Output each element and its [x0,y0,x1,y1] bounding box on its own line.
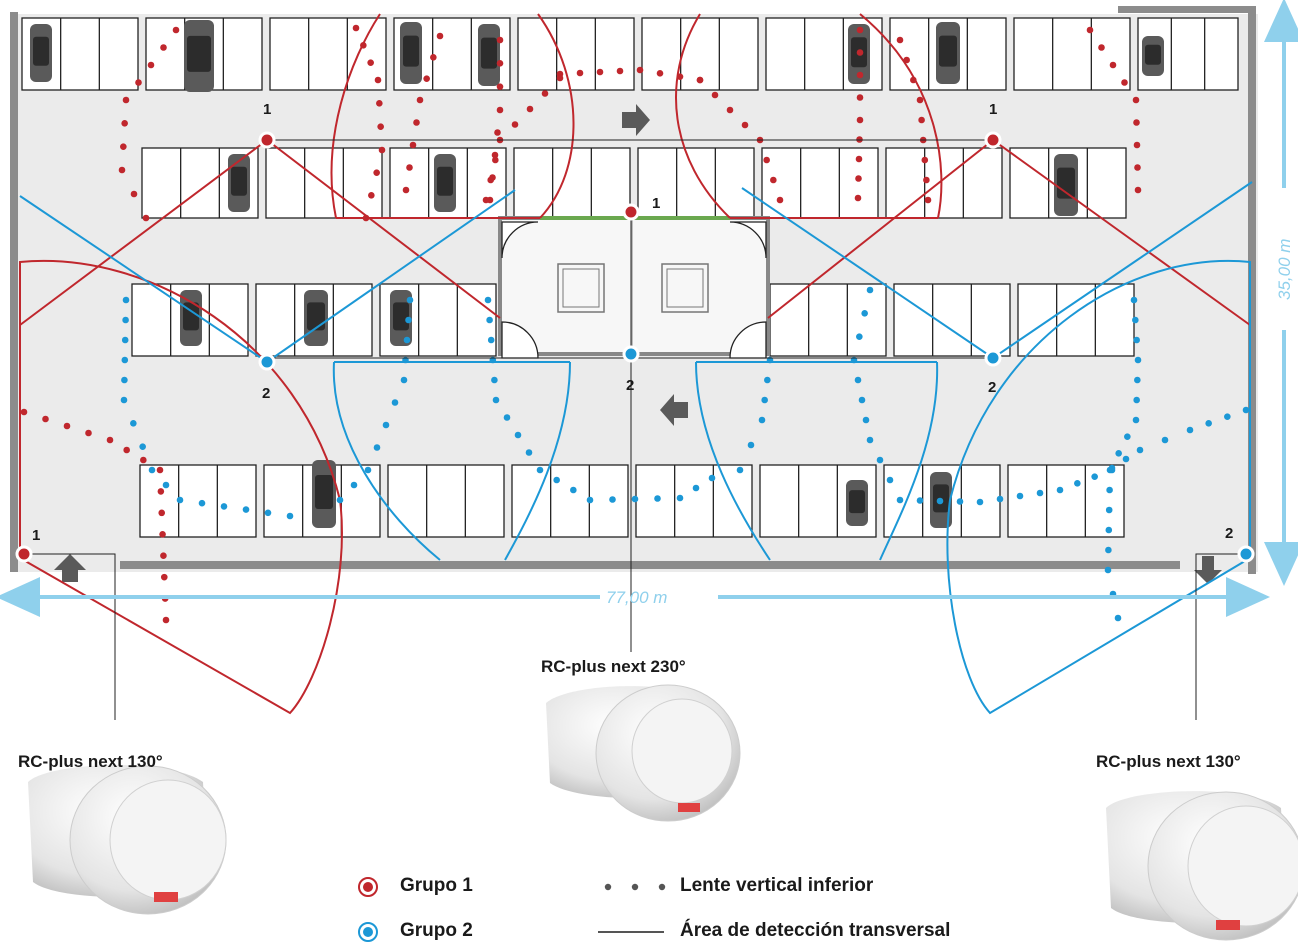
legend-group2-label: Grupo 2 [400,920,473,941]
sensor-number: 1 [263,101,271,118]
car [184,20,214,92]
lower-vertical-lens-dots [20,24,1250,624]
car [846,480,868,526]
product-label-left: RC-plus next 130° [18,752,163,771]
sensor-image-left [28,765,227,915]
sensor-number: 2 [626,377,634,394]
legend-line-label: Área de detección transversal [680,920,951,941]
car [390,290,412,346]
sensor-number: 2 [988,379,996,396]
sensor-number: 1 [32,527,40,544]
group2-sensor-marker [1237,545,1255,563]
group1-sensor-marker [258,131,276,149]
legend-group1-label: Grupo 1 [400,875,473,896]
sensor-number: 2 [1225,525,1233,542]
group2-sensor-marker [984,349,1002,367]
car [1142,36,1164,76]
sensor-number: 1 [989,101,997,118]
width-dimension-label: 77,00 m [606,588,667,607]
walls [10,6,1256,574]
car [228,154,250,212]
traffic-arrows [54,104,1222,584]
group1-sensor-marker [15,545,33,563]
car [304,290,328,346]
car [400,22,422,84]
group2-sensor-marker [622,345,640,363]
car [312,460,336,528]
group1-sensor-marker [984,131,1002,149]
sensor-number: 2 [262,385,270,402]
car [478,24,500,86]
legend-symbols [358,877,666,942]
parked-cars [30,20,1164,528]
car [1054,154,1078,216]
service-core [498,216,770,359]
product-label-right: RC-plus next 130° [1096,752,1241,771]
sensor-image-right [1106,791,1298,941]
dots-legend-icon [604,883,666,891]
group2-sensor-marker [258,353,276,371]
group1-sensor-marker [622,203,640,221]
product-label-center: RC-plus next 230° [541,657,686,676]
car [936,22,960,84]
sensor-image-center [546,684,741,822]
car [434,154,456,212]
height-dimension-label: 35,00 m [1275,239,1294,300]
sensor-markers [15,131,1255,563]
legend-dots-label: Lente vertical inferior [680,875,874,896]
car [30,24,52,82]
sensor-number: 1 [652,195,660,212]
